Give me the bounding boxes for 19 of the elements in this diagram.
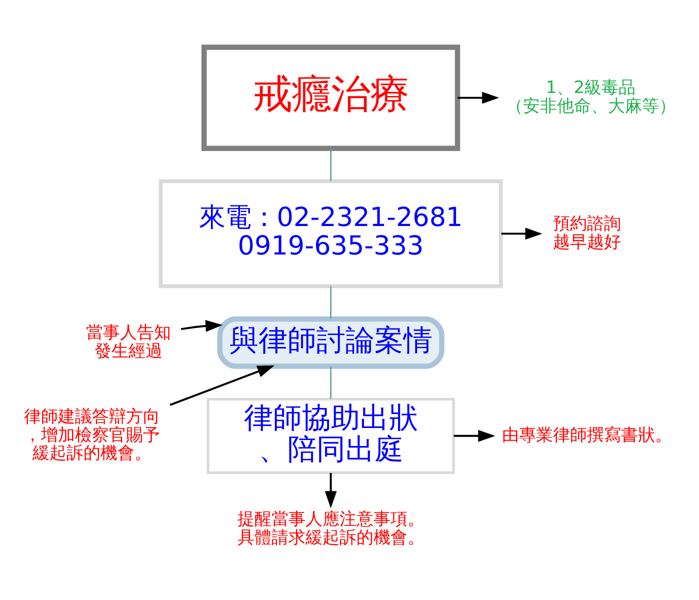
node-box: 戒癮治療 [201, 44, 460, 151]
node-box: 來電：02-2321-2681 0919-635-333 [158, 179, 503, 288]
node-text: 提醒當事人應注意事項。具體請求緩起訴的機會。 [237, 509, 424, 548]
arrow [170, 365, 275, 406]
arrow [501, 228, 542, 240]
node-box: 與律師討論案情 [217, 316, 444, 369]
arrow [458, 92, 500, 104]
connector [330, 286, 332, 319]
node-text: 預約諮詢越早越好 [552, 214, 621, 252]
node-text: 由專業律師撰寫書狀。 [502, 425, 672, 446]
arrow [324, 473, 337, 508]
node-text: 律師建議答辯方向，增加檢察官賜予緩起訴的機會。 [24, 406, 160, 464]
node-text: 當事人告知發生經過 [86, 322, 172, 362]
arrow [180, 320, 223, 332]
node-text: 1、2級毒品（安非他命、大麻等） [506, 78, 676, 116]
connector [330, 148, 332, 182]
node-box: 律師協助出狀、陪同出庭 [206, 398, 455, 474]
arrow [454, 430, 496, 442]
connector [330, 366, 332, 400]
